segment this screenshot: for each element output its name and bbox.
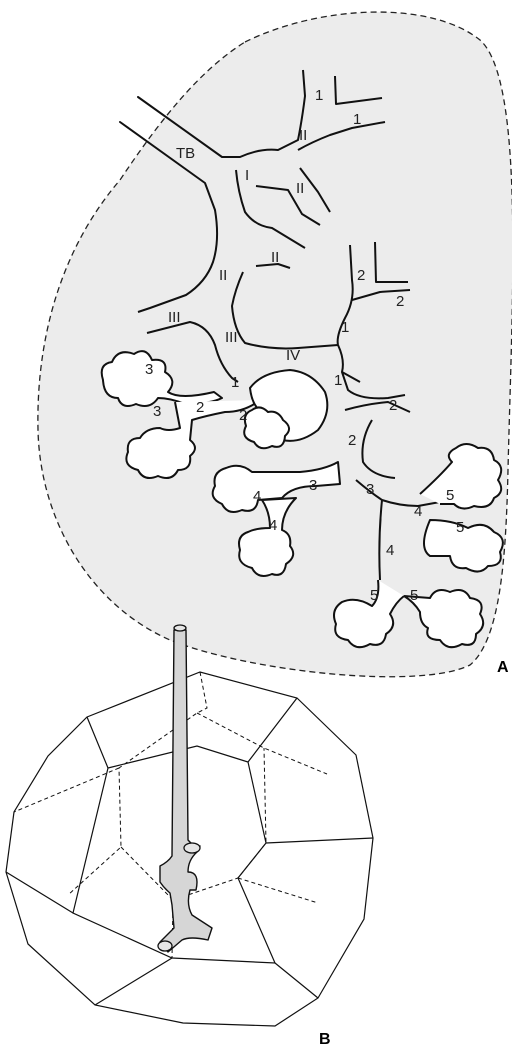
label-1-b: 1: [353, 111, 361, 128]
panel-a-acinus: [38, 12, 512, 677]
label-tb: TB: [176, 145, 195, 162]
airway-tube: [160, 630, 212, 952]
polyhedron-back-edges: [14, 672, 327, 958]
label-5-d: 5: [410, 587, 418, 604]
label-gen-2-c: II: [271, 249, 279, 266]
label-2-f: 2: [348, 432, 356, 449]
label-1-e: 1: [334, 372, 342, 389]
label-5-c: 5: [370, 587, 378, 604]
label-1-d: 1: [231, 374, 239, 391]
label-gen-1: I: [245, 167, 249, 184]
label-gen-2-b: II: [296, 180, 304, 197]
label-gen-3-a: III: [168, 309, 181, 326]
label-2-a: 2: [357, 267, 365, 284]
airway-branch-opening-lower-left: [158, 941, 172, 951]
label-gen-4: IV: [286, 347, 300, 364]
panel-a-letter: A: [497, 659, 509, 676]
label-2-c: 2: [389, 397, 397, 414]
airway-tube-top-opening: [174, 625, 186, 631]
airway-branch-opening-upper: [184, 843, 200, 853]
panel-b-airway: [158, 625, 212, 952]
label-gen-3-b: III: [225, 329, 238, 346]
label-3-b: 3: [153, 403, 161, 420]
label-1-c: 1: [341, 319, 349, 336]
label-2-b: 2: [396, 293, 404, 310]
label-5-a: 5: [446, 487, 454, 504]
label-3-a: 3: [145, 361, 153, 378]
label-gen-2-a: II: [299, 127, 307, 144]
label-gen-2-d: II: [219, 267, 227, 284]
label-2-d: 2: [196, 399, 204, 416]
label-3-d: 3: [366, 481, 374, 498]
label-4-b: 4: [269, 517, 277, 534]
label-4-c: 4: [414, 503, 422, 520]
label-1-a: 1: [315, 87, 323, 104]
acinus-boundary: [38, 12, 512, 677]
panel-b-letter: B: [319, 1031, 331, 1048]
label-4-a: 4: [253, 488, 261, 505]
label-4-d: 4: [386, 542, 394, 559]
label-5-b: 5: [456, 519, 464, 536]
label-3-c: 3: [309, 477, 317, 494]
label-2-e: 2: [239, 407, 247, 424]
